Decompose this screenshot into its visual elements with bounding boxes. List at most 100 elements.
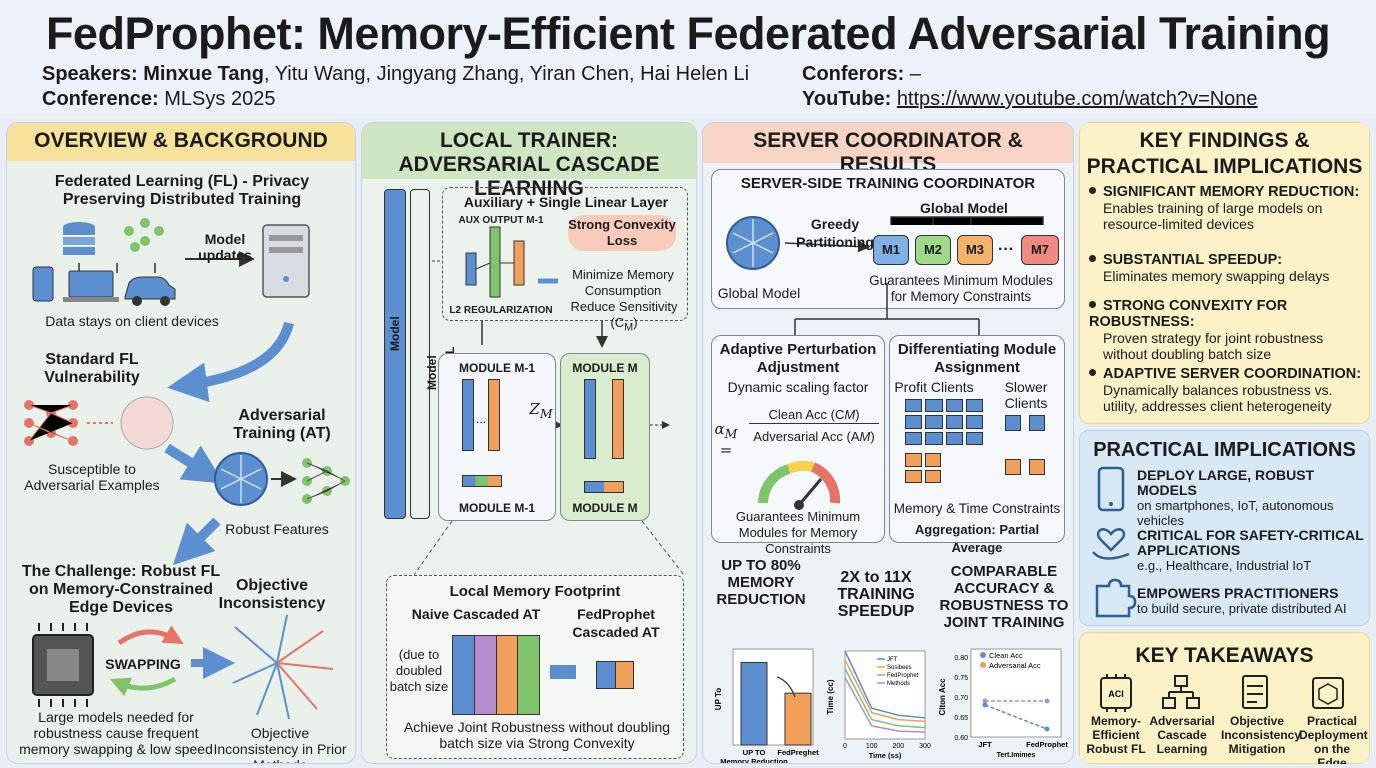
orange-grid (905, 453, 941, 483)
finding-3: STRONG CONVEXITY FOR ROBUSTNESS:Proven s… (1089, 298, 1324, 362)
module-m-label: MODULE M (572, 361, 638, 375)
server-column: SERVER COORDINATOR & RESULTS SERVER-SIDE… (702, 122, 1074, 764)
y-axis-label: Time (cc) (826, 679, 835, 714)
heart-hand-icon (1092, 528, 1130, 560)
block-orange (488, 379, 500, 451)
module-m2: M2 (915, 235, 951, 265)
overview-graphics (24, 218, 350, 720)
series-line-1 (844, 659, 926, 723)
inconsistency-arrows (232, 614, 334, 720)
takeaway-icons: ACI (1100, 674, 1344, 712)
block-mixed (462, 475, 502, 487)
x-tick-label: 100 (866, 743, 878, 750)
x-tick-label: 200 (892, 743, 904, 750)
module-ellipsis: ··· (998, 241, 1014, 258)
block-blue-m (584, 379, 596, 459)
objective-title: Objective Inconsistency (218, 577, 326, 612)
chart-frame (970, 648, 1062, 738)
server-icon (262, 224, 310, 298)
conferors-label: Conferors: (802, 63, 905, 85)
conference-label: Conference: (42, 88, 159, 110)
model-updates-label: Model updates (198, 231, 252, 263)
stat-accuracy: COMPARABLE ACCURACY & ROBUSTNESS TO JOIN… (939, 563, 1069, 631)
y-tick-label: 0.70 (954, 695, 968, 702)
header: FedProphet: Memory-Efficient Federated A… (0, 0, 1376, 118)
series-line-1 (984, 704, 1048, 730)
finding-1: SIGNIFICANT MEMORY REDUCTION:Enables tra… (1089, 184, 1364, 232)
at-title: Adversarial Training (AT) (233, 407, 331, 442)
youtube-link[interactable]: https://www.youtube.com/watch?v=None (896, 88, 1258, 110)
zm-label: ZM (529, 400, 553, 421)
impl-icons (1092, 466, 1137, 618)
large-models-label: Large models needed for robustness cause… (19, 709, 213, 757)
x-tick-label: 0 (843, 743, 847, 750)
youtube-line: YouTube: https://www.youtube.com/watch?v… (802, 87, 1258, 111)
local-trainer-column: LOCAL TRAINER: ADVERSARIAL CASCADE LEARN… (361, 122, 697, 764)
speakers-rest: , Yitu Wang, Jingyang Zhang, Yiran Chen,… (263, 63, 750, 85)
slow-blue-2 (1029, 415, 1045, 431)
trend-arrow (776, 676, 796, 698)
chip-icon (32, 623, 94, 707)
car-icon (124, 276, 176, 306)
footprint-title: Local Memory Footprint (449, 583, 621, 600)
page-title: FedProphet: Memory-Efficient Federated A… (45, 8, 1331, 59)
legend-swatch-0 (980, 652, 986, 658)
aggregation-label: Aggregation: Partial Average (914, 522, 1040, 555)
profit-grid (905, 399, 983, 445)
legend-label-3: Methods (887, 681, 910, 687)
chart-frame (844, 650, 926, 740)
adv-acc-label: Adversarial Acc (AM) (753, 429, 875, 444)
series-line-0 (844, 650, 926, 719)
obj-prior-label: Objective Inconsistency in Prior Methods (213, 725, 347, 763)
gauge-icon (758, 460, 841, 510)
block-mixed-m (584, 481, 624, 493)
adaptive-title: Adaptive Perturbation Adjustment (719, 341, 877, 376)
achieve-label: Achieve Joint Robustness without doublin… (403, 719, 671, 751)
x-tick-label: JFT (978, 740, 992, 749)
bar-0 (740, 661, 768, 746)
x-axis-label: Time (ss) (869, 751, 902, 760)
module-m7: M7 (1021, 235, 1059, 265)
series-line-3 (844, 677, 926, 733)
due-label: (due to doubled batch size (389, 647, 449, 694)
guarantees2-label: Guarantees Minimum Modules for Memory Co… (735, 509, 861, 556)
takeaway-2: Adversarial Cascade Learning (1149, 714, 1215, 756)
x-axis-label: Tert.Imimes (997, 752, 1036, 759)
susceptible-label: Susceptible to Adversarial Examples (24, 461, 160, 493)
laptop-icon (63, 270, 119, 302)
takeaway-3: Objective Inconsistency Mitigation (1221, 714, 1302, 756)
guarantees-label: Guarantees Minimum Modules for Memory Co… (869, 273, 1053, 304)
overview-column: OVERVIEW & BACKGROUND Federated Learning… (6, 122, 356, 764)
block-blue (462, 379, 474, 451)
point (1044, 726, 1050, 732)
y-tick-label: 0.80 (954, 655, 968, 662)
slow-blue (1005, 415, 1021, 431)
aux-output-label: AUX OUTPUT M-1 (458, 215, 544, 226)
slow-orange-2 (1029, 459, 1045, 475)
module-m1-label-bottom: MODULE M-1 (459, 501, 535, 515)
legend-label-1: Adversarial Acc (989, 661, 1041, 670)
phone-icon (32, 266, 54, 302)
fedprophet-bars (596, 661, 634, 689)
legend-label-2: FedProphet (887, 673, 919, 679)
conference-value: MLSys 2025 (164, 88, 276, 110)
conferors-value: – (909, 63, 921, 85)
aux-box (442, 187, 688, 321)
x-tick-label: FedProphet (1026, 740, 1068, 749)
legend-label-1: Sosibees (887, 665, 912, 671)
model-frame (410, 189, 430, 519)
impl-title: PRACTICAL IMPLICATIONS (1093, 439, 1356, 461)
impl-2: CRITICAL FOR SAFETY-CRITICAL APPLICATION… (1137, 527, 1364, 574)
aux-title: Auxiliary + Single Linear Layer (463, 194, 669, 210)
chip-icon-text: ACI (1108, 689, 1124, 699)
profit-label: Profit Clients (894, 379, 974, 395)
fedprophet-label: FedProphet Cascaded AT (572, 606, 660, 640)
module-m1-dots: ... (475, 412, 486, 426)
swapping-label: SWAPPING (105, 656, 181, 672)
y-tick-label: 0.65 (954, 715, 968, 722)
convexity-pill: Strong Convexity Loss (568, 215, 676, 251)
speakers-line: Speakers: Minxue Tang, Yitu Wang, Jingya… (42, 62, 749, 86)
stat-speedup: 2X to 11X TRAINING SPEEDUP (837, 569, 915, 620)
module-m1: M1 (873, 235, 909, 265)
